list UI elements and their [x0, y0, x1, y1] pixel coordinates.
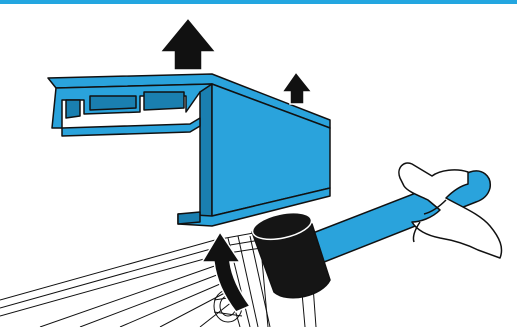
- arrow-up-large-icon: [160, 18, 216, 70]
- arrow-up-curved-icon: [202, 232, 250, 312]
- arrow-up-small-icon: [282, 72, 312, 104]
- blue-channel-part: [48, 74, 330, 226]
- part-front-face: [200, 84, 212, 222]
